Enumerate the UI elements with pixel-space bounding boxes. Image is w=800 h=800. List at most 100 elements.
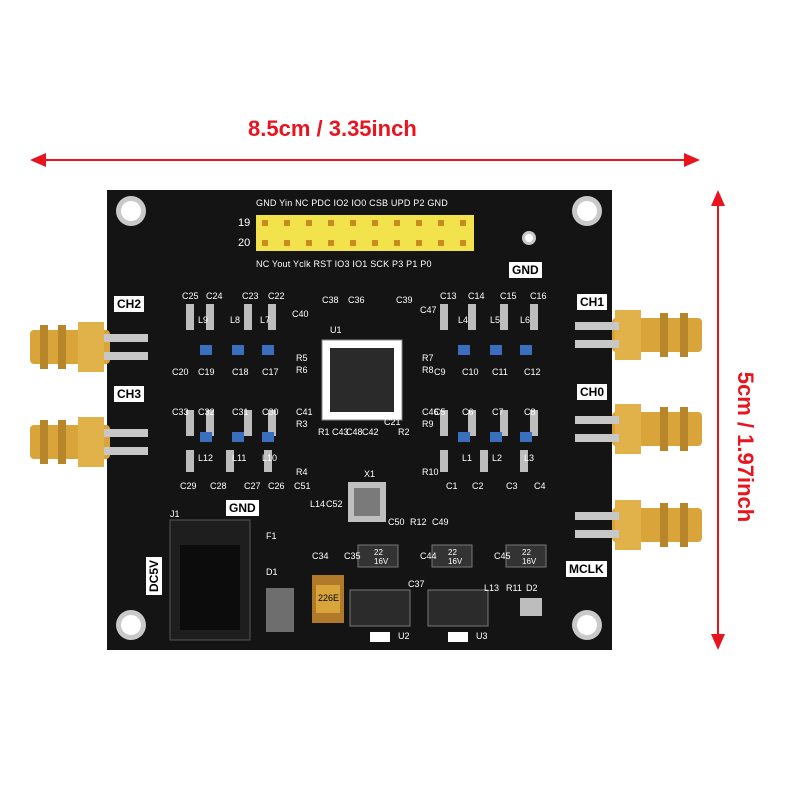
designator-c51: C51 <box>294 481 311 491</box>
designator-r10: R10 <box>422 467 439 477</box>
designator-l11: L11 <box>232 453 247 463</box>
ch0-label: CH0 <box>577 384 608 400</box>
designator-c9: C9 <box>434 367 446 377</box>
electrolytic-cap-3 <box>505 544 547 568</box>
designator-c38: C38 <box>322 295 339 305</box>
designator-c50: C50 <box>388 517 405 527</box>
designator-r5: R5 <box>296 353 308 363</box>
sma-connector-mclk <box>575 500 702 550</box>
designator-u1: U1 <box>330 325 342 335</box>
mclk-label: MCLK <box>566 561 607 577</box>
mounting-hole <box>116 610 146 640</box>
designator-c21: C21 <box>384 417 401 427</box>
designator-l9: L9 <box>198 315 209 325</box>
cap-voltage-1: 22 16V <box>374 548 389 566</box>
designator-c35: C35 <box>344 551 361 561</box>
designator-c17: C17 <box>262 367 279 377</box>
cap-voltage-2: 22 16V <box>448 548 463 566</box>
designator-l1: L1 <box>462 453 473 463</box>
designator-c16: C16 <box>530 291 547 301</box>
electrolytic-cap-1 <box>357 544 399 568</box>
regulator-u2 <box>349 589 411 627</box>
designator-d1: D1 <box>266 567 278 577</box>
regulator-u3 <box>427 589 489 627</box>
designator-c42: C42 <box>362 427 379 437</box>
designator-c26: C26 <box>268 481 285 491</box>
ch2-label: CH2 <box>114 296 145 312</box>
designator-c27: C27 <box>244 481 261 491</box>
designator-f1: F1 <box>266 531 277 541</box>
designator-c33: C33 <box>172 407 189 417</box>
designator-x1: X1 <box>364 469 376 479</box>
designator-c31: C31 <box>232 407 249 417</box>
designator-c7: C7 <box>492 407 504 417</box>
designator-c23: C23 <box>242 291 259 301</box>
designator-l13: L13 <box>484 583 500 593</box>
gnd-top-label: GND <box>509 262 542 278</box>
cap-voltage-3: 22 16V <box>522 548 537 566</box>
designator-r1: R1 <box>318 427 330 437</box>
designator-c47: C47 <box>420 305 437 315</box>
dc-power-jack <box>169 519 251 641</box>
designator-c46: C46 <box>422 407 439 417</box>
sma-connector-ch1 <box>575 310 702 360</box>
designator-r4: R4 <box>296 467 308 477</box>
designator-c30: C30 <box>262 407 279 417</box>
designator-c19: C19 <box>198 367 215 377</box>
mounting-hole <box>572 196 602 226</box>
designator-l14: L14 <box>310 499 326 509</box>
designator-c4: C4 <box>534 481 546 491</box>
designator-l6: L6 <box>520 315 531 325</box>
component-pads <box>186 304 538 472</box>
designator-c39: C39 <box>396 295 413 305</box>
pin-19-label: 19 <box>238 217 251 229</box>
mounting-hole <box>116 196 146 226</box>
designator-c41: C41 <box>296 407 313 417</box>
designator-c29: C29 <box>180 481 197 491</box>
designator-c20: C20 <box>172 367 189 377</box>
width-dimension-label: 8.5cm / 3.35inch <box>248 116 417 141</box>
designator-c43: C43 <box>332 427 349 437</box>
dc5v-label: DC5V <box>146 556 163 596</box>
designator-c11: C11 <box>492 367 508 377</box>
designator-d2: D2 <box>526 583 538 593</box>
designator-l7: L7 <box>260 315 271 325</box>
led-u3 <box>448 632 468 642</box>
designator-r8: R8 <box>422 365 434 375</box>
designator-c40: C40 <box>292 309 309 319</box>
tantalum-marking: 226E <box>318 593 340 603</box>
ch1-label: CH1 <box>577 294 608 310</box>
designator-l2: L2 <box>492 453 503 463</box>
pin-header <box>256 215 474 251</box>
designator-l8: L8 <box>230 315 241 325</box>
diode-d1 <box>266 588 294 632</box>
designator-r7: R7 <box>422 353 434 363</box>
designator-l5: L5 <box>490 315 501 325</box>
designator-r3: R3 <box>296 419 308 429</box>
designator-c18: C18 <box>232 367 249 377</box>
designator-u3: U3 <box>476 631 488 641</box>
designator-c2: C2 <box>472 481 484 491</box>
electrolytic-cap-2 <box>431 544 473 568</box>
designator-c22: C22 <box>268 291 285 301</box>
blue-inductors <box>200 345 532 442</box>
designator-c24: C24 <box>206 291 223 301</box>
designator-r11: R11 <box>506 583 522 593</box>
main-ic-chip <box>321 339 403 421</box>
tantalum-capacitor <box>312 575 344 623</box>
designator-j1: J1 <box>170 509 180 519</box>
led-u2 <box>370 632 390 642</box>
designator-c44: C44 <box>420 551 437 561</box>
designator-l10: L10 <box>262 453 278 463</box>
designator-r6: R6 <box>296 365 308 375</box>
designator-c12: C12 <box>524 367 541 377</box>
designator-l3: L3 <box>524 453 535 463</box>
designator-l12: L12 <box>198 453 214 463</box>
sma-connector-ch0 <box>575 404 702 454</box>
designator-c6: C6 <box>462 407 474 417</box>
designator-c1: C1 <box>446 481 458 491</box>
diode-d2 <box>520 598 542 616</box>
ch3-label: CH3 <box>114 386 145 402</box>
designator-c34: C34 <box>312 551 329 561</box>
